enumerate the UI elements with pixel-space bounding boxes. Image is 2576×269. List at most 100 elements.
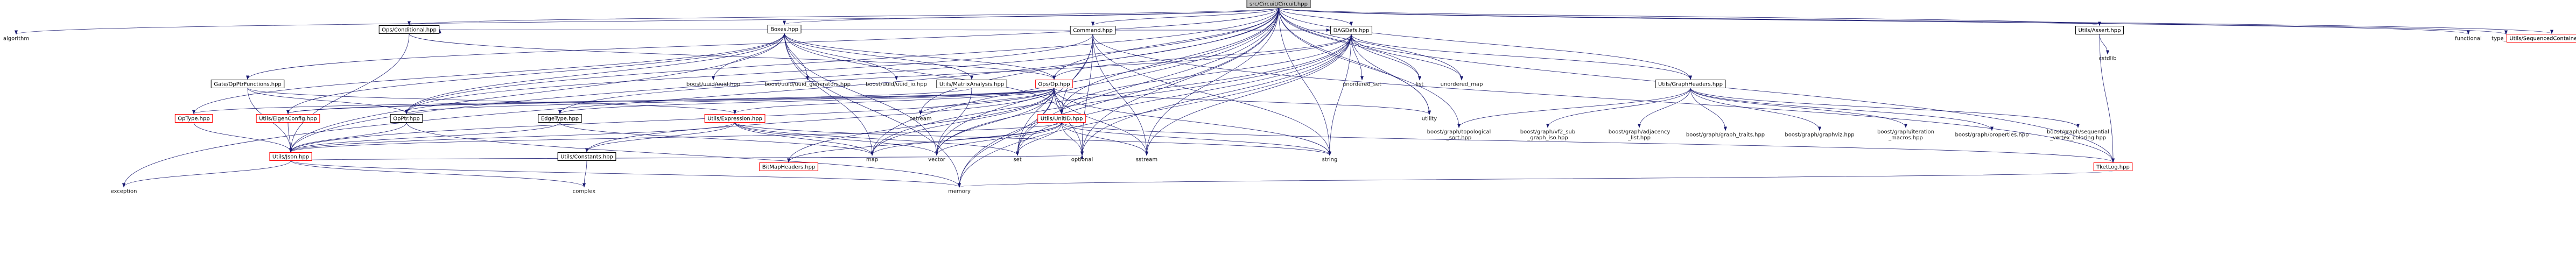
edge-boxes-to-eigenconfig — [286, 33, 785, 115]
node-box — [1037, 114, 1086, 123]
edge-circuit-to-utilsassert — [1278, 8, 2101, 26]
node-utils-graphheaders-hpp[interactable]: Utils/GraphHeaders.hpp — [1655, 80, 1726, 88]
edge-circuit-to-graphheaders — [1278, 8, 1692, 80]
node-label: Utils/SequencedContainers.hpp — [2509, 36, 2576, 42]
node-gate-opptrfunctions-hpp[interactable]: Gate/OpPtrFunctions.hpp — [210, 80, 285, 88]
edge-boxes-to-uuidgen — [784, 33, 809, 81]
edge-boxes-to-uuidio — [784, 33, 898, 81]
node-vector: vector — [928, 157, 946, 163]
node-utils-constants-hpp[interactable]: Utils/Constants.hpp — [557, 152, 616, 161]
edge-expression-to-map — [734, 122, 874, 156]
edge-gateopptr-to-opptr — [247, 88, 408, 115]
edge-opsop-to-constants — [585, 88, 1055, 153]
node-boxes-hpp[interactable]: Boxes.hpp — [767, 25, 802, 33]
node-boost-graph-graph-traits-hpp: boost/graph/graph_traits.hpp — [1686, 132, 1765, 138]
node-label: Utils/Expression.hpp — [707, 116, 762, 122]
edge-edgetype-to-json — [289, 122, 560, 153]
edge-command-to-string — [1092, 34, 1331, 156]
node-utils-sequencedcontainers-hpp[interactable]: Utils/SequencedContainers.hpp — [2506, 34, 2576, 43]
node-boost-graph-iteration-macros-hpp: boost/graph/iteration_macros.hpp — [1877, 129, 1934, 141]
node-label: boost/graph/properties.hpp — [1955, 132, 2029, 138]
node-label: boost/uuid/uuid_generators.hpp — [764, 82, 851, 88]
edge-opsop-to-opptr — [405, 88, 1055, 115]
node-label: boost/graph/adjacency_list.hpp — [1609, 129, 1670, 141]
node-label: Utils/UnitID.hpp — [1041, 116, 1083, 122]
node-dagdefs-hpp[interactable]: DAGDefs.hpp — [1330, 26, 1372, 34]
node-label: Command.hpp — [1073, 28, 1113, 34]
edge-opsop-to-memory — [958, 88, 1055, 188]
edge-boxes-to-unitid — [784, 33, 1063, 115]
edge-graphheaders-to-itermacros — [1690, 88, 1907, 128]
node-set: set — [1013, 157, 1021, 163]
edge-circuit-to-dagdefs — [1278, 8, 1353, 26]
node-boost-graph-topological-sort-hpp: boost/graph/topological_sort.hpp — [1427, 129, 1491, 141]
node-utils-expression-hpp[interactable]: Utils/Expression.hpp — [704, 114, 766, 123]
edge-opptr-to-memory — [406, 122, 961, 188]
node-opptr-hpp[interactable]: OpPtr.hpp — [390, 114, 423, 123]
edge-circuit-to-set — [1016, 8, 1279, 156]
node-bitmapheaders-hpp[interactable]: BitMapHeaders.hpp — [759, 162, 818, 171]
edge-command-to-opptr — [405, 34, 1093, 115]
node-label: src/Circuit/Circuit.hpp — [1250, 2, 1308, 8]
edge-circuit-to-json — [289, 8, 1279, 153]
edge-circuit-to-memory — [958, 8, 1279, 188]
edge-opptr-to-json — [289, 122, 407, 153]
node-list: list — [1416, 82, 1424, 88]
node-box — [390, 114, 423, 123]
node-box — [759, 162, 818, 171]
node-label: EdgeType.hpp — [541, 116, 579, 122]
edge-json-to-optional — [290, 154, 1083, 161]
edge-opsop-to-utility — [1054, 88, 1431, 115]
edge-boxes-to-opsop — [784, 33, 1056, 80]
edge-circuit-to-seqcontainers — [1278, 8, 2553, 34]
edge-circuit-to-type_traits — [1278, 8, 2508, 35]
edge-dagdefs-to-utility — [1351, 34, 1431, 115]
edge-circuit-to-vector — [935, 8, 1279, 156]
node-ops-conditional-hpp[interactable]: Ops/Conditional.hpp — [378, 25, 440, 34]
node-label: vector — [928, 157, 946, 163]
edge-optype-to-json — [193, 122, 292, 153]
edge-dagdefs-to-memory — [958, 34, 1352, 188]
node-box — [557, 152, 616, 161]
edge-graphheaders-to-adjlist — [1638, 88, 1691, 128]
node-utils-json-hpp[interactable]: Utils/Json.hpp — [269, 152, 312, 161]
edge-opsop-to-edgetype — [558, 88, 1055, 115]
node-label: TketLog.hpp — [2096, 165, 2130, 171]
node-utils-eigenconfig-hpp[interactable]: Utils/EigenConfig.hpp — [256, 114, 320, 123]
node-tketlog-hpp[interactable]: TketLog.hpp — [2093, 162, 2133, 171]
node-utils-matrixanalysis-hpp[interactable]: Utils/MatrixAnalysis.hpp — [936, 80, 1007, 88]
node-label: boost/graph/vf2_sub_graph_iso.hpp — [1520, 129, 1575, 141]
edge-circuit-to-string — [1278, 8, 1331, 156]
node-label: Utils/Json.hpp — [272, 154, 309, 160]
node-boost-graph-graphviz-hpp: boost/graph/graphviz.hpp — [1785, 132, 1854, 138]
node-label: OpType.hpp — [178, 116, 209, 122]
node-label: complex — [573, 189, 595, 195]
edge-expression-to-json — [289, 122, 735, 153]
edge-opsop-to-string — [1054, 88, 1331, 156]
node-optype-hpp[interactable]: OpType.hpp — [174, 114, 213, 123]
edge-graphheaders-to-graphtraits — [1690, 88, 1727, 131]
edge-opsconditional-to-opsop — [409, 33, 1056, 80]
edge-dagdefs-to-string — [1328, 34, 1352, 156]
node-utils-assert-hpp[interactable]: Utils/Assert.hpp — [2075, 26, 2124, 34]
node-ops-op-hpp[interactable]: Ops/Op.hpp — [1035, 80, 1073, 88]
edge-circuit-to-gateopptr — [246, 8, 1279, 80]
node-utils-unitid-hpp[interactable]: Utils/UnitID.hpp — [1037, 114, 1086, 123]
node-command-hpp[interactable]: Command.hpp — [1070, 26, 1116, 34]
node-edgetype-hpp[interactable]: EdgeType.hpp — [538, 114, 582, 123]
edge-unitid-to-sstream — [1061, 122, 1148, 156]
node-box — [2075, 26, 2124, 34]
node-box — [704, 114, 766, 123]
node-boost-uuid-uuid-generators-hpp: boost/uuid/uuid_generators.hpp — [764, 82, 851, 88]
edge-graphheaders-to-seqcolor — [1690, 88, 2080, 128]
node-src-circuit-circuit-hpp[interactable]: src/Circuit/Circuit.hpp — [1246, 0, 1311, 8]
node-label: map — [866, 157, 878, 163]
node-label: type_traits — [2491, 36, 2520, 42]
edge-dagdefs-to-graphheaders — [1351, 34, 1692, 80]
node-algorithm: algorithm — [3, 36, 29, 42]
node-layer: src/Circuit/Circuit.hpp algorithm Ops/Cond… — [3, 0, 2576, 195]
edge-boxes-to-json — [289, 33, 785, 153]
node-exception: exception — [111, 189, 137, 195]
edge-opsop-to-vector — [935, 88, 1055, 156]
